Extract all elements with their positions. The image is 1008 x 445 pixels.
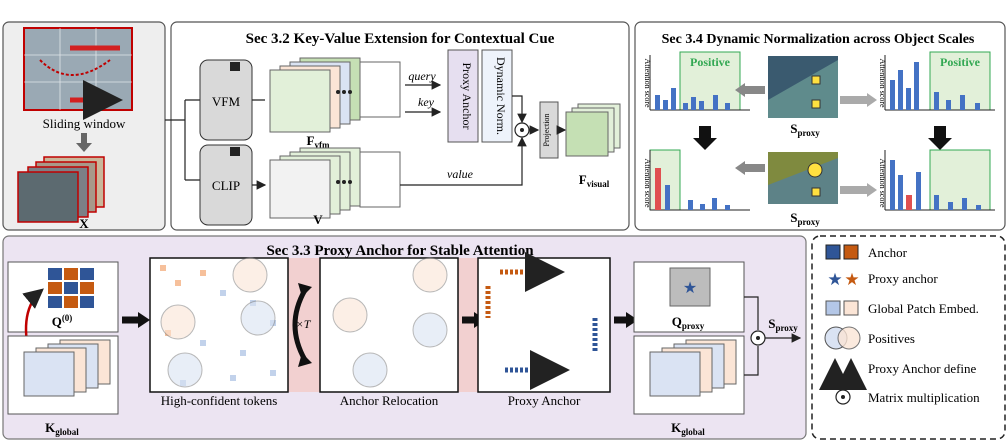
- svg-text:Fvfm: Fvfm: [307, 133, 330, 150]
- q-proxy-label: Q: [672, 314, 682, 329]
- svg-text:Attention score: Attention score: [878, 58, 887, 108]
- q0-grid: [48, 268, 94, 308]
- proxy-anchor-box-label: Proxy Anchor: [460, 63, 474, 130]
- svg-text:Positive: Positive: [940, 55, 981, 69]
- vfm-label: VFM: [212, 94, 241, 109]
- q-proxy-grid: ★: [669, 267, 711, 307]
- f-visual-stack: [565, 103, 621, 157]
- sliding-window-label: Sliding window: [43, 116, 126, 131]
- high-conf-label: High-confident tokens: [161, 393, 278, 408]
- sec33-title: Sec 3.3 Proxy Anchor for Stable Attentio…: [266, 243, 534, 259]
- v-stack: [269, 147, 401, 219]
- s-proxy-bottom: S: [790, 210, 797, 225]
- k-global-stack: [23, 339, 111, 397]
- anchor-reloc-label: Anchor Relocation: [340, 393, 439, 408]
- svg-text:Sproxy: Sproxy: [790, 210, 820, 227]
- svg-text:★: ★: [683, 280, 697, 297]
- proxy-anchor-box: [477, 257, 611, 393]
- svg-text:Attention score: Attention score: [643, 58, 652, 108]
- attention-chart-br: Attention score: [878, 149, 995, 211]
- f-visual-label: F: [579, 172, 587, 187]
- sec32-title: Sec 3.2 Key-Value Extension for Contextu…: [246, 31, 555, 47]
- value-label: value: [447, 167, 474, 181]
- legend-positives: Positives: [868, 331, 915, 346]
- dyn-norm-box-label: Dynamic Norm.: [494, 57, 508, 135]
- attention-chart-bl: Attention score: [643, 149, 750, 211]
- sec32-panel: Sec 3.2 Key-Value Extension for Contextu…: [165, 21, 630, 231]
- legend: Anchor ★★ Proxy anchor Global Patch Embe…: [811, 235, 1006, 440]
- svg-text:Fvisual: Fvisual: [579, 172, 610, 189]
- svg-text:Q(0): Q(0): [52, 313, 73, 329]
- f-vfm-stack: [269, 57, 401, 133]
- legend-proxy-anchor: Proxy anchor: [868, 271, 938, 286]
- k-global-right-stack: [649, 339, 737, 397]
- projection-label: Projection: [542, 114, 551, 147]
- sliding-window-panel: Sliding window X: [2, 21, 166, 231]
- svg-text:Attention score: Attention score: [643, 158, 652, 208]
- svg-text:Kglobal: Kglobal: [671, 420, 705, 437]
- svg-text:Kglobal: Kglobal: [45, 420, 79, 437]
- k-global-right-label: K: [671, 420, 682, 435]
- sec34-panel: Sec 3.4 Dynamic Normalization across Obj…: [634, 21, 1006, 231]
- clip-label: CLIP: [212, 178, 240, 193]
- attention-chart-tr: Positive Attention score: [878, 51, 995, 111]
- s-proxy-33-label: S: [768, 316, 775, 331]
- times-t-label: ×T: [296, 317, 312, 331]
- v-label: V: [313, 212, 323, 227]
- legend-anchor: Anchor: [868, 245, 908, 260]
- svg-text:Qproxy: Qproxy: [672, 314, 705, 331]
- proxy-image-bottom: [735, 152, 877, 204]
- f-vfm-sub: vfm: [314, 140, 329, 150]
- svg-text:★: ★: [827, 270, 842, 289]
- svg-text:Attention score: Attention score: [878, 158, 887, 208]
- proxy-anchor-label: Proxy Anchor: [508, 393, 581, 408]
- f-vfm-label: F: [307, 133, 315, 148]
- sec34-title: Sec 3.4 Dynamic Normalization across Obj…: [662, 32, 975, 47]
- legend-matmul: Matrix multiplication: [868, 390, 980, 405]
- s-proxy-top: S: [790, 121, 797, 136]
- x-label: X: [79, 216, 89, 231]
- legend-global-patch: Global Patch Embed.: [868, 301, 979, 316]
- svg-text:Sproxy: Sproxy: [790, 121, 820, 138]
- k-global-label: K: [45, 420, 56, 435]
- svg-text:★: ★: [844, 270, 859, 289]
- svg-text:Sproxy: Sproxy: [768, 316, 798, 333]
- svg-text:Positive: Positive: [690, 55, 731, 69]
- sec33-panel: Sec 3.3 Proxy Anchor for Stable Attentio…: [2, 235, 807, 440]
- f-visual-sub: visual: [587, 179, 610, 189]
- q0-label: Q: [52, 314, 62, 329]
- query-label: query: [408, 69, 436, 83]
- attention-chart-tl: Positive Attention score: [643, 51, 750, 111]
- key-label: key: [418, 95, 435, 109]
- legend-proxy-define: Proxy Anchor define: [868, 361, 977, 376]
- proxy-image-top: [735, 56, 877, 118]
